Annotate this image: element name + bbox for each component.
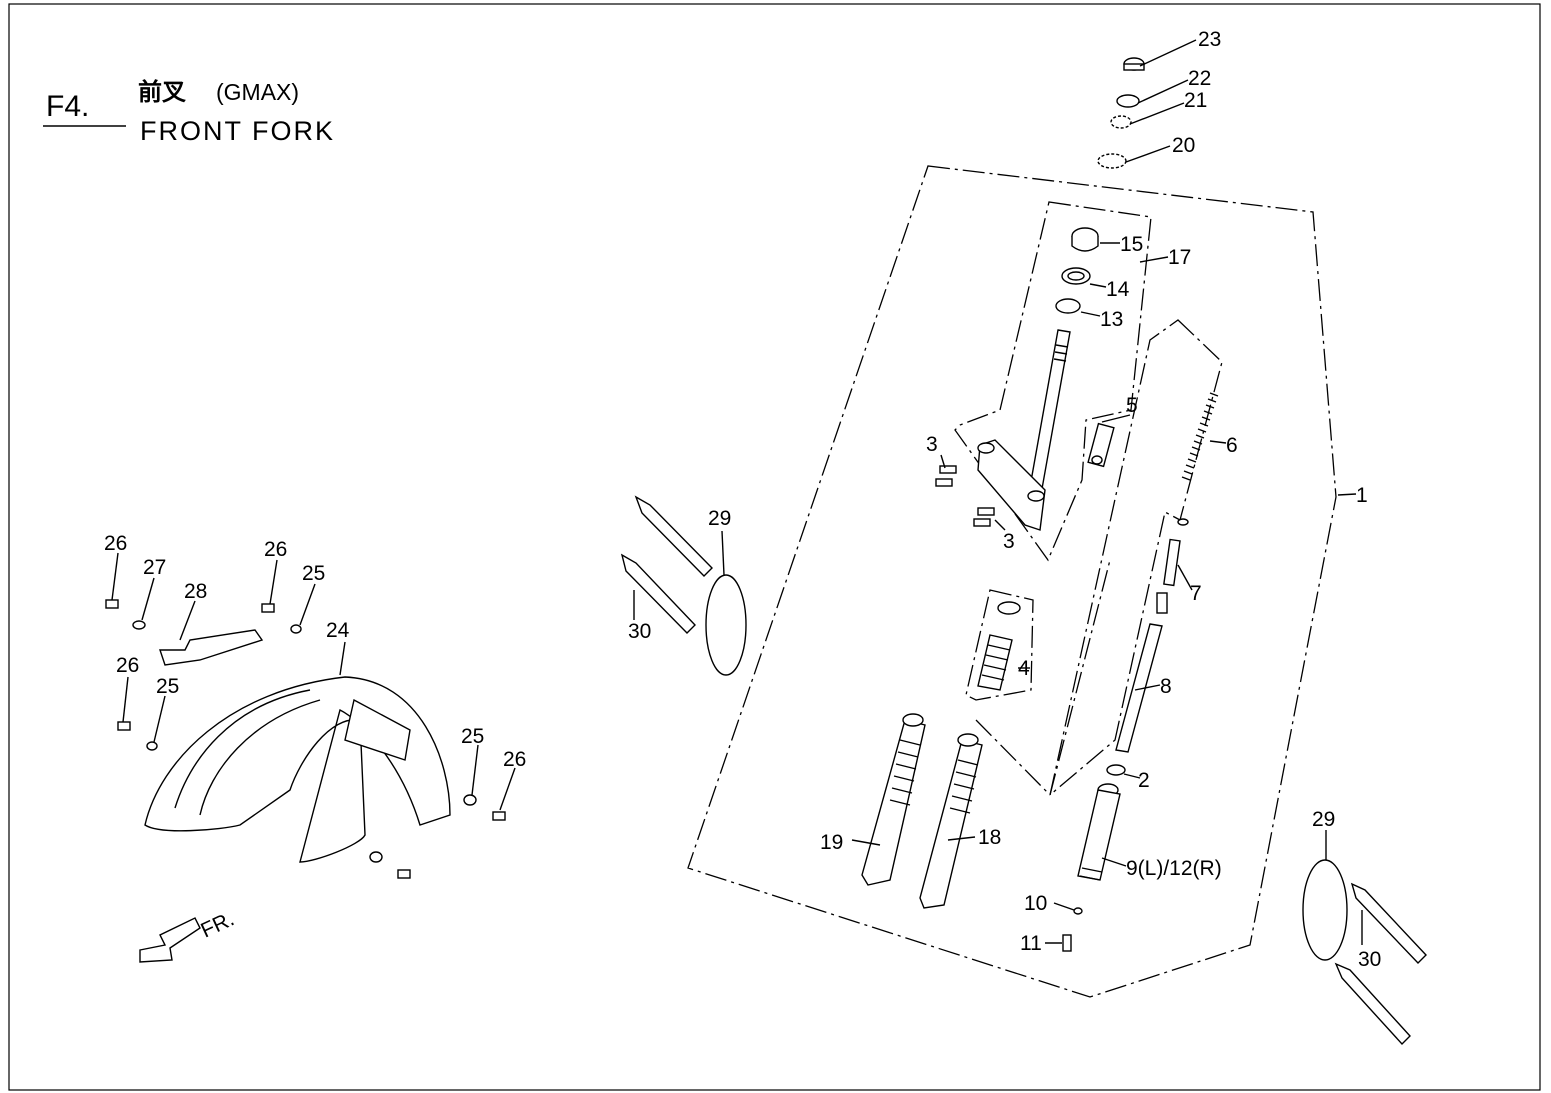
callout-25a: 25 [302, 562, 325, 585]
part-4-boot [977, 601, 1021, 691]
callout-8: 8 [1160, 675, 1172, 698]
callout-2: 2 [1138, 769, 1150, 792]
stem-thread [1053, 344, 1069, 362]
part-13-washer [1055, 298, 1081, 314]
clamp-hole-left [977, 442, 995, 454]
callout-23: 23 [1198, 28, 1221, 51]
assembly-outline-4 [965, 589, 1034, 701]
steering-stem [1027, 329, 1071, 501]
callout-9-12: 9(L)/12(R) [1126, 857, 1222, 880]
callout-20: 20 [1172, 134, 1195, 157]
parts-top [1097, 57, 1145, 169]
callout-11: 11 [1020, 932, 1042, 955]
title-cn: 前叉 [138, 78, 187, 106]
callout-10: 10 [1024, 892, 1047, 915]
part-19-fork-leg [861, 713, 926, 886]
callout-30b: 30 [1358, 948, 1381, 971]
callout-14: 14 [1106, 278, 1130, 301]
assembly-outline-1 [687, 165, 1337, 998]
fender-fasteners [105, 599, 506, 879]
title-block: F4. 前叉 (GMAX) FRONT FORK [43, 78, 335, 146]
triple-clamp [977, 439, 1046, 531]
parts-upper-stem [977, 227, 1099, 531]
callout-26b: 26 [264, 538, 287, 561]
callout-18: 18 [978, 826, 1001, 849]
callouts: 23 22 21 20 15 17 14 13 5 6 3 3 1 7 4 8 … [104, 28, 1381, 971]
callout-15: 15 [1120, 233, 1143, 256]
assembly-outline-17 [954, 201, 1152, 562]
outline-4-right [1049, 559, 1111, 796]
part-8-tube [1115, 623, 1163, 753]
part-29-30-left [620, 495, 747, 676]
part-3-bolts [935, 465, 995, 527]
clamp-hole-right [1027, 490, 1045, 502]
front-direction-label: FR. [197, 907, 237, 942]
title-code: F4. [46, 90, 89, 123]
outline-4-lower [975, 719, 1051, 796]
part-6-spring [1181, 392, 1219, 481]
diagram-border [8, 3, 1541, 1091]
part-24-fender [144, 629, 451, 863]
title-en: FRONT FORK [140, 116, 335, 146]
callout-17: 17 [1168, 246, 1191, 269]
callout-27: 27 [143, 556, 166, 579]
callout-21: 21 [1184, 89, 1207, 112]
callout-5: 5 [1126, 394, 1138, 417]
part-15-cap-body [1071, 236, 1099, 252]
callout-30a: 30 [628, 620, 651, 643]
callout-13: 13 [1100, 308, 1123, 331]
part-18-fork-leg [919, 733, 983, 909]
callout-26d: 26 [503, 748, 526, 771]
part-7-group [1156, 518, 1189, 614]
callout-26c: 26 [116, 654, 139, 677]
callout-26a: 26 [104, 532, 127, 555]
leader-lines [111, 39, 1363, 945]
front-direction-arrow: FR. [139, 907, 238, 963]
part-23-nut-body [1123, 63, 1145, 71]
callout-4: 4 [1018, 657, 1030, 680]
callout-29a: 29 [708, 507, 731, 530]
assembly-outline-right [1048, 319, 1223, 797]
part-21-ring [1110, 115, 1132, 129]
part-20-circlip [1097, 153, 1127, 169]
part-14-inner [1067, 271, 1085, 281]
part-9-12-fork-leg [1062, 764, 1126, 952]
callout-6: 6 [1226, 434, 1238, 457]
callout-29b: 29 [1312, 808, 1335, 831]
part-29-30-right [1302, 859, 1427, 1046]
callout-28: 28 [184, 580, 207, 603]
callout-22: 22 [1188, 67, 1211, 90]
part-22-washer [1116, 94, 1140, 108]
part-11-bolt [1062, 934, 1072, 952]
callout-25c: 25 [461, 725, 484, 748]
callout-19: 19 [820, 831, 843, 854]
callout-24: 24 [326, 619, 350, 642]
callout-25b: 25 [156, 675, 179, 698]
part-5-group [1087, 422, 1115, 468]
callout-1: 1 [1356, 484, 1368, 507]
callout-3a: 3 [926, 433, 938, 456]
callout-7: 7 [1190, 582, 1202, 605]
title-model: (GMAX) [216, 79, 299, 105]
callout-3b: 3 [1003, 530, 1015, 553]
part-10-washer [1073, 907, 1083, 915]
